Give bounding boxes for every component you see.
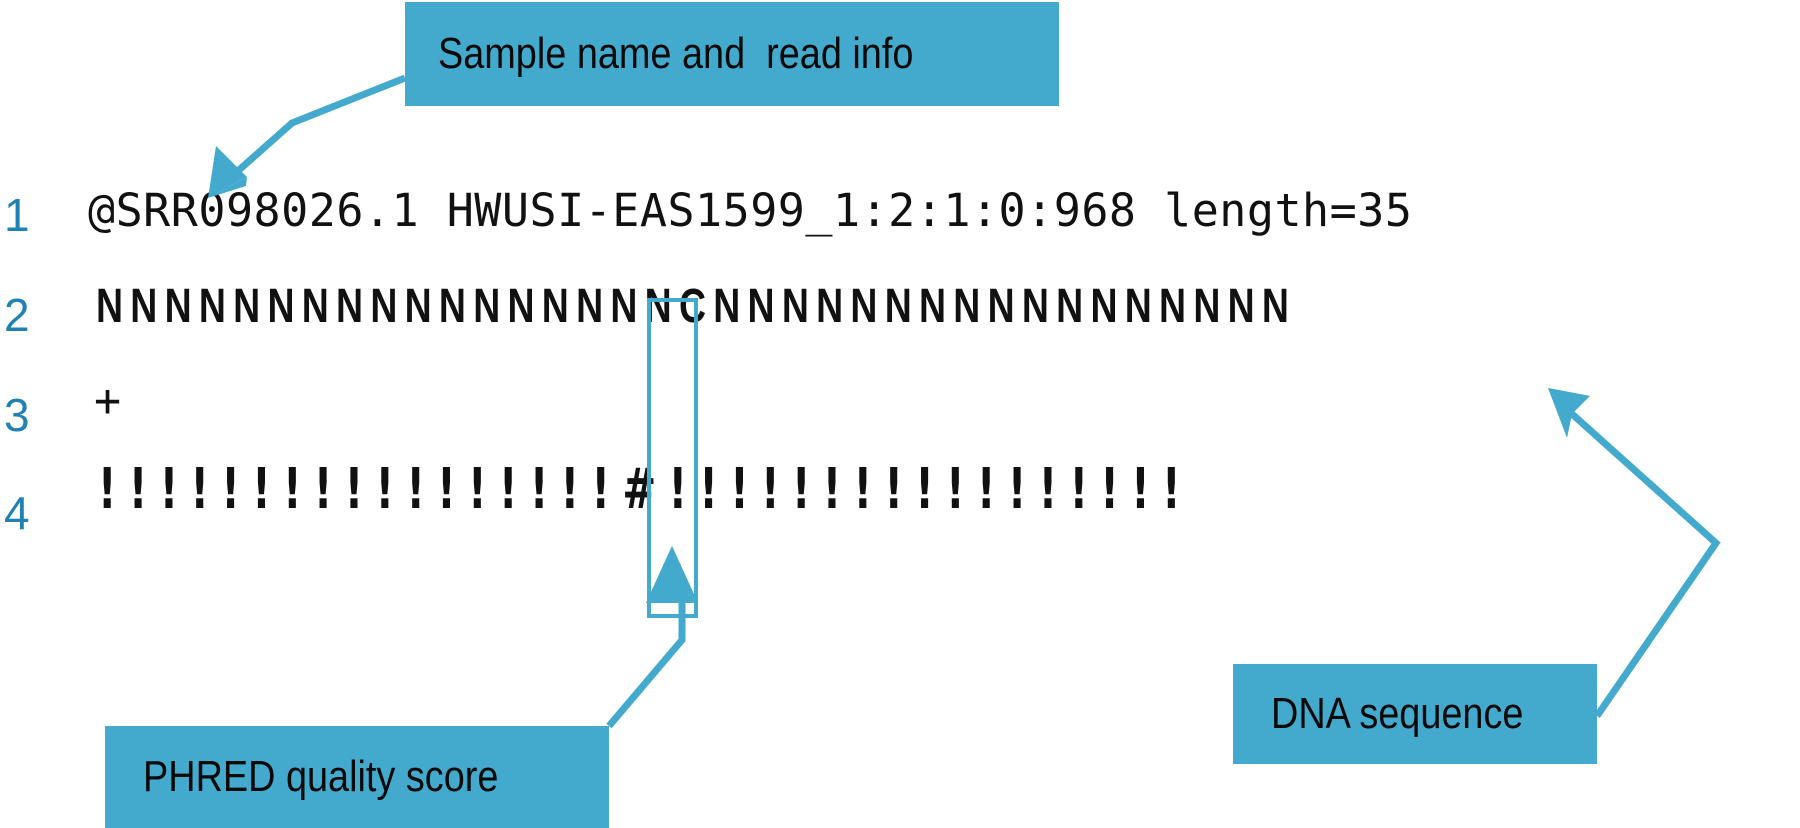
callout-phred-label: PHRED quality score [143,752,499,801]
arrow-sample-to-header [208,74,407,198]
column-highlight-box [647,298,698,618]
line-number-4: 4 [4,487,30,539]
fastq-sequence-line: NNNNNNNNNNNNNNNNNCNNNNNNNNNNNNNNNNN [96,280,1297,333]
line-number-3: 3 [4,389,30,441]
fastq-separator-line: + [94,374,122,427]
callout-sample-name-and-read-info: Sample name and read info [405,2,1059,106]
callout-dna-sequence: DNA sequence [1233,664,1597,764]
line-number-1: 1 [4,189,30,241]
fastq-quality-line: !!!!!!!!!!!!!!!!!#!!!!!!!!!!!!!!!!! [98,457,1193,522]
callout-dna-label: DNA sequence [1271,689,1524,738]
callout-sample-label: Sample name and read info [438,29,914,78]
callout-phred-quality-score: PHRED quality score [105,726,609,828]
fastq-header-line: @SRR098026.1 HWUSI-EAS1599_1:2:1:0:968 l… [88,184,1413,237]
line-number-2: 2 [4,289,30,341]
